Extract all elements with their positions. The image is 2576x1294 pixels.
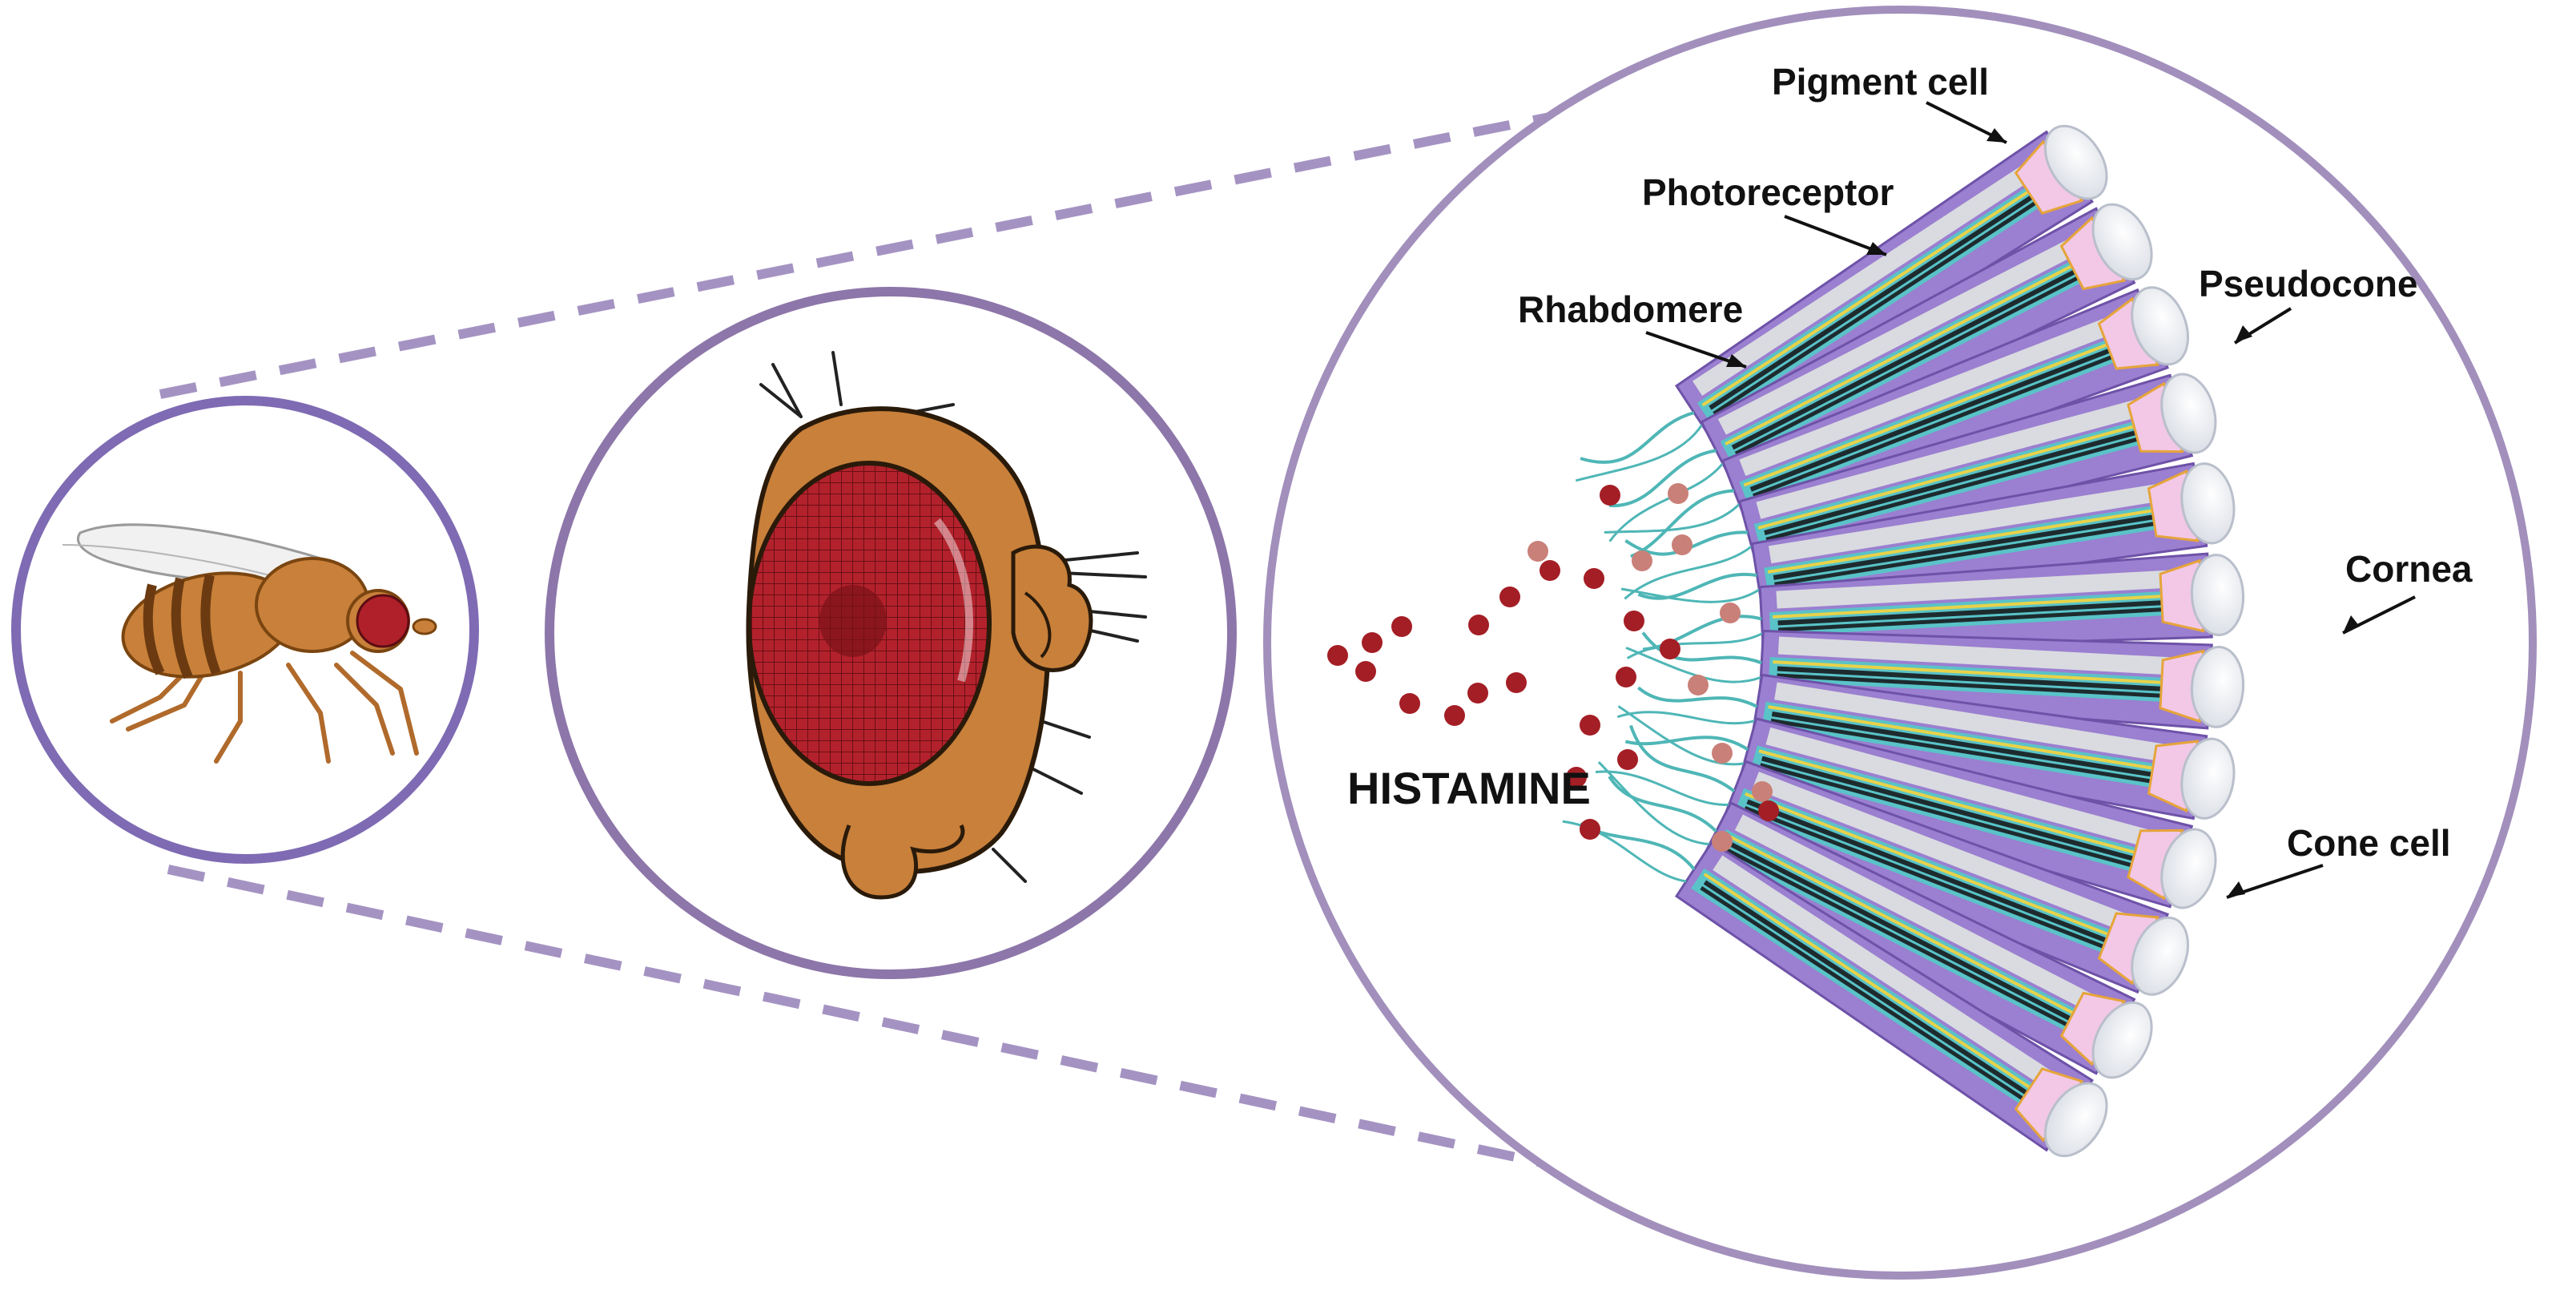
- histamine-dot: [1506, 672, 1527, 693]
- ommatidium: [1626, 552, 2245, 659]
- histamine-dots: [1327, 483, 1779, 852]
- ommatidium: [1608, 203, 2153, 542]
- photoreceptor-label: Photoreceptor: [1642, 171, 1894, 213]
- histamine-dot: [1712, 831, 1733, 852]
- histamine-dot: [1444, 705, 1465, 726]
- ommatidia-cluster-icon: [1562, 124, 2245, 1158]
- histamine-dot: [1600, 485, 1620, 506]
- fruit-fly-icon: [62, 523, 437, 764]
- cone-cell-label: Cone cell: [2287, 822, 2451, 864]
- cornea-label: Cornea: [2345, 548, 2473, 590]
- histamine-dot: [1566, 767, 1587, 788]
- cone-cell-callout: Cone cell: [2226, 822, 2451, 899]
- ommatidium: [1604, 286, 2189, 558]
- ommatidium: [1620, 462, 2236, 609]
- zoom-lines: [159, 103, 1596, 1179]
- ommatidium: [1625, 629, 2245, 730]
- whole-fly-panel: [11, 396, 479, 864]
- histamine-dot: [1584, 568, 1604, 589]
- histamine-dot: [1720, 603, 1741, 623]
- ommatidium: [1595, 724, 2189, 996]
- histamine-dot: [1758, 800, 1779, 821]
- photoreceptor-callout: Photoreceptor: [1642, 171, 1894, 256]
- histamine-dot: [1399, 693, 1420, 714]
- rhabdomere-callout: Rhabdomere: [1518, 288, 1747, 369]
- histamine-dot: [1688, 675, 1709, 695]
- histamine-dot: [1752, 781, 1773, 802]
- histamine-dot: [1668, 483, 1688, 504]
- histamine-dot: [1540, 560, 1560, 581]
- histamine-dot: [1672, 534, 1693, 555]
- fly-red-eye: [356, 594, 410, 648]
- ommatidium: [1616, 673, 2236, 820]
- zoom-line-top: [159, 103, 1596, 399]
- histamine-label: HISTAMINE: [1347, 763, 1591, 813]
- histamine-dot: [1362, 632, 1383, 653]
- pseudocone-label: Pseudocone: [2199, 263, 2418, 304]
- rhabdomere-label: Rhabdomere: [1518, 288, 1743, 330]
- histamine-dot: [1499, 587, 1520, 607]
- histamine-dot: [1468, 615, 1489, 635]
- ommatidium: [1597, 760, 2153, 1079]
- histamine-dot: [1660, 639, 1680, 659]
- histamine-dot: [1712, 743, 1733, 764]
- histamine-dot: [1616, 667, 1636, 687]
- histamine-dot: [1580, 819, 1600, 840]
- histamine-dot: [1467, 683, 1488, 703]
- histamine-dot: [1624, 611, 1644, 631]
- ommatidium: [1575, 124, 2108, 482]
- cornea-callout: Cornea: [2342, 548, 2473, 635]
- histamine-dot: [1527, 541, 1548, 562]
- pigment-cell-callout: Pigment cell: [1772, 61, 2007, 144]
- histamine-dot: [1355, 661, 1376, 682]
- pseudocone-callout: Pseudocone: [2199, 263, 2418, 345]
- ommatidium: [1562, 820, 2108, 1158]
- label-group: Pigment cell Photoreceptor Rhabdomere Ps…: [1347, 61, 2473, 899]
- histamine-dot: [1327, 645, 1348, 666]
- histamine-dot: [1580, 715, 1600, 736]
- histamine-dot: [1391, 616, 1412, 637]
- ommatidia-panel: [1263, 6, 2537, 1280]
- ommatidium: [1617, 705, 2217, 909]
- fly-head-panel: [545, 287, 1237, 979]
- histamine-dot: [1632, 550, 1652, 571]
- pigment-cell-label: Pigment cell: [1772, 61, 1989, 103]
- fly-head-icon: [746, 351, 1147, 900]
- histamine-dot: [1617, 749, 1638, 770]
